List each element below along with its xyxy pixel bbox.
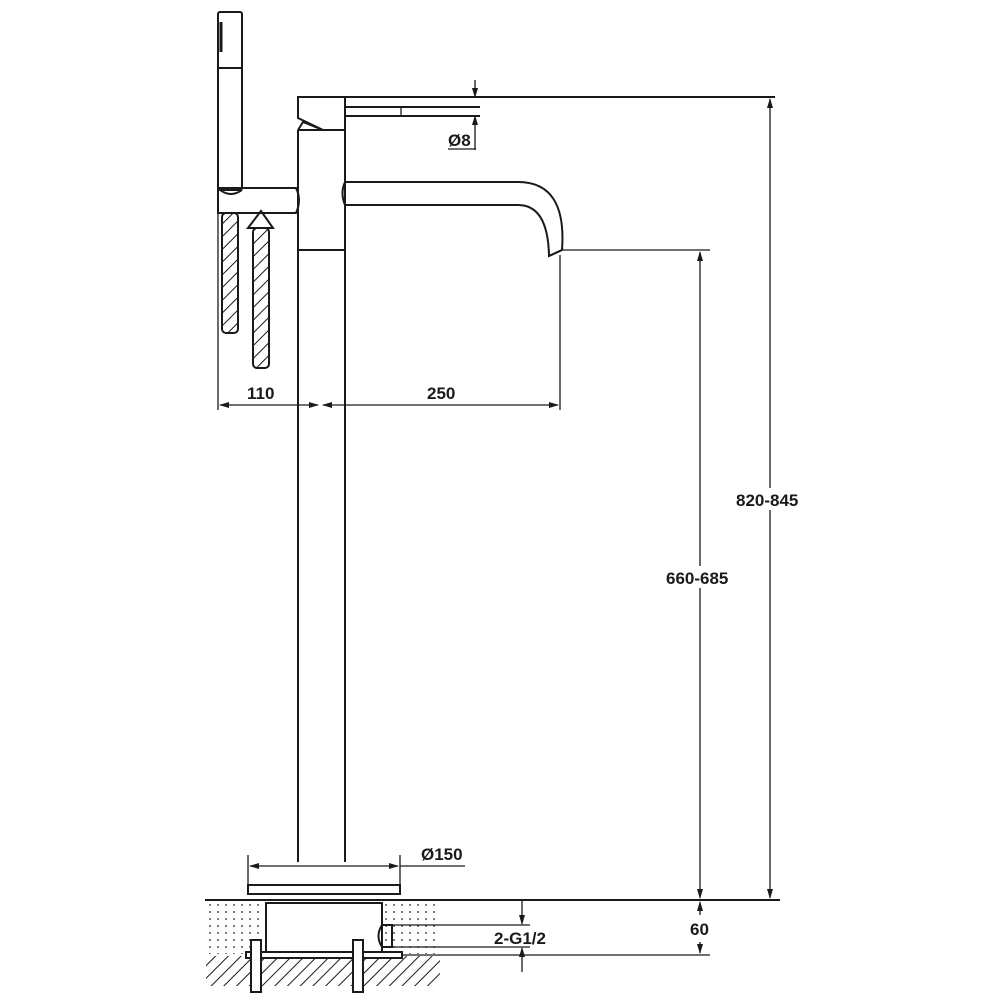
dimension-total-height: 820-845 <box>734 98 804 899</box>
hand-shower <box>217 11 243 191</box>
dimension-660-685-label: 660-685 <box>666 569 728 588</box>
dimension-floor-depth: 60 <box>690 901 709 954</box>
dimension-60-label: 60 <box>690 920 709 939</box>
hand-shower-holder <box>217 187 300 214</box>
dimension-d8-label: Ø8 <box>448 131 471 150</box>
dimension-lever-diameter: Ø8 <box>448 80 478 150</box>
dimension-2-g1-2-label: 2-G1/2 <box>494 929 546 948</box>
base-plate: Ø150 <box>247 845 465 895</box>
dimension-horizontal: 110 250 <box>217 190 561 410</box>
dimension-110-label: 110 <box>247 384 274 403</box>
dimension-inlet: 2-G1/2 <box>392 900 546 972</box>
mixer-body <box>297 96 346 862</box>
mounting-box <box>245 902 403 993</box>
lever-handle <box>345 96 775 117</box>
dimension-d150-label: Ø150 <box>421 845 463 864</box>
dimension-250-label: 250 <box>427 384 455 403</box>
dimension-spout-height: 660-685 <box>562 249 734 899</box>
spout <box>341 181 564 258</box>
flexible-hose <box>221 209 275 369</box>
dimension-820-845-label: 820-845 <box>736 491 798 510</box>
